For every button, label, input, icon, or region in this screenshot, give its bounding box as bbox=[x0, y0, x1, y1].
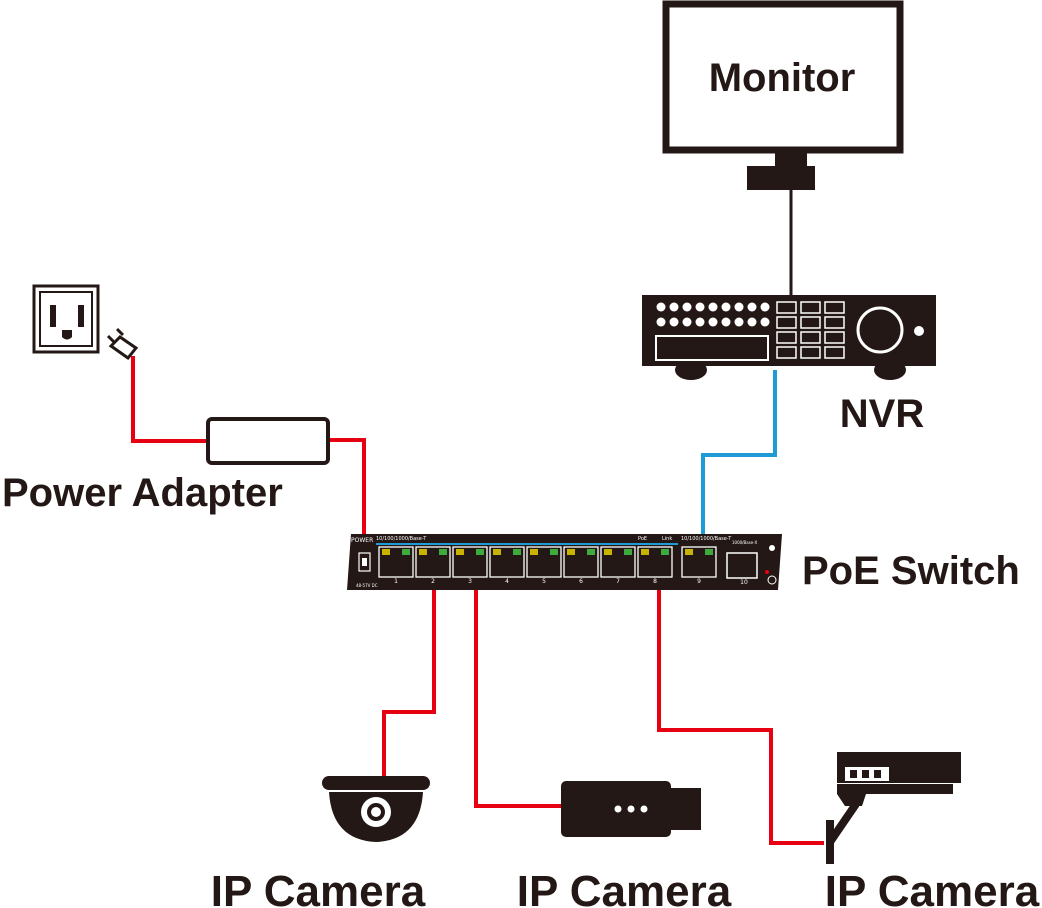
switch-port-number: 6 bbox=[579, 578, 583, 585]
wall-outlet bbox=[32, 284, 100, 354]
port-led-yellow bbox=[493, 549, 501, 555]
plug-icon bbox=[106, 327, 139, 361]
nvr-button bbox=[721, 302, 731, 312]
monitor bbox=[662, 0, 904, 190]
switch-port-number: 9 bbox=[697, 578, 701, 585]
nvr-key bbox=[800, 301, 821, 314]
nvr-button bbox=[708, 302, 718, 312]
port-led-green bbox=[624, 549, 632, 555]
nvr-key bbox=[776, 301, 797, 314]
nvr-button bbox=[695, 317, 705, 327]
outlet-to-adapter-cable bbox=[131, 356, 208, 443]
port-led-yellow bbox=[641, 549, 649, 555]
switch-to-box-camera-cable bbox=[474, 586, 562, 808]
ip-camera-label-1: IP Camera bbox=[211, 867, 426, 908]
nvr-key bbox=[800, 331, 821, 344]
nvr-key bbox=[824, 346, 845, 359]
switch-port-number: 3 bbox=[468, 578, 472, 585]
nvr-button bbox=[682, 317, 692, 327]
port-led-yellow bbox=[567, 549, 575, 555]
port-led-green bbox=[513, 549, 521, 555]
switch-power-label: POWER bbox=[351, 537, 373, 544]
monitor-label: Monitor bbox=[709, 56, 856, 100]
switch-dc-label: 48-57V DC bbox=[356, 583, 378, 588]
switch-to-nvr-cable bbox=[701, 370, 777, 534]
nvr bbox=[642, 295, 936, 380]
port-led-green bbox=[661, 549, 669, 555]
switch-port-number: 5 bbox=[542, 578, 546, 585]
nvr-button bbox=[721, 317, 731, 327]
dome-camera bbox=[322, 776, 430, 842]
switch-to-bullet-camera-cable bbox=[657, 586, 824, 845]
nvr-button bbox=[669, 302, 679, 312]
nvr-button bbox=[682, 302, 692, 312]
port-led-yellow bbox=[604, 549, 612, 555]
power-adapter bbox=[206, 417, 330, 465]
nvr-button bbox=[708, 317, 718, 327]
switch-ports: 1 2 3 4 5 6 7 8 9 10 bbox=[378, 546, 748, 586]
ip-camera-label-3: IP Camera bbox=[825, 867, 1040, 908]
switch-port-number: 4 bbox=[505, 578, 509, 585]
switch-ports-header: 10/100/1000/Base-T bbox=[376, 536, 427, 542]
nvr-key bbox=[800, 346, 821, 359]
poe-switch: POWER 48-57V DC 10/100/1000/Base-T PoE L… bbox=[347, 534, 782, 590]
nvr-button bbox=[656, 317, 666, 327]
nvr-key bbox=[776, 331, 797, 344]
port-led-yellow bbox=[530, 549, 538, 555]
power-adapter-label: Power Adapter bbox=[2, 471, 283, 515]
nvr-key bbox=[824, 331, 845, 344]
switch-port-number: 1 bbox=[394, 578, 398, 585]
poe-switch-label: PoE Switch bbox=[802, 549, 1020, 593]
nvr-key bbox=[776, 346, 797, 359]
switch-port-number: 8 bbox=[653, 578, 657, 585]
box-camera bbox=[561, 781, 701, 837]
port-led-green bbox=[402, 549, 410, 555]
switch-link-label: Link bbox=[662, 536, 672, 542]
switch-poe-label: PoE bbox=[638, 536, 647, 542]
nvr-keypad bbox=[776, 301, 845, 359]
switch-uplink-header: 10/100/1000/Base-T bbox=[681, 536, 732, 542]
port-led-green bbox=[587, 549, 595, 555]
nvr-button bbox=[656, 302, 666, 312]
bullet-camera bbox=[826, 752, 961, 864]
switch-port-number: 7 bbox=[616, 578, 620, 585]
cables bbox=[131, 190, 824, 845]
nvr-button bbox=[695, 302, 705, 312]
nvr-key bbox=[776, 316, 797, 329]
nvr-button bbox=[734, 317, 744, 327]
port-led-green bbox=[476, 549, 484, 555]
nvr-button bbox=[669, 317, 679, 327]
nvr-key bbox=[824, 316, 845, 329]
nvr-button bbox=[760, 302, 770, 312]
port-led-green bbox=[705, 549, 713, 555]
switch-to-dome-camera-cable bbox=[382, 586, 436, 778]
nvr-key bbox=[800, 316, 821, 329]
nvr-key bbox=[824, 301, 845, 314]
port-led-yellow bbox=[456, 549, 464, 555]
nvr-button-dots bbox=[656, 302, 770, 327]
nvr-label: NVR bbox=[840, 392, 925, 436]
port-led-yellow bbox=[419, 549, 427, 555]
nvr-button bbox=[747, 302, 757, 312]
adapter-to-switch-cable bbox=[328, 438, 366, 538]
port-led-yellow bbox=[382, 549, 390, 555]
port-led-yellow bbox=[685, 549, 693, 555]
ip-camera-label-2: IP Camera bbox=[517, 867, 732, 908]
port-led-green bbox=[439, 549, 447, 555]
switch-port-number: 2 bbox=[431, 578, 435, 585]
nvr-button bbox=[734, 302, 744, 312]
nvr-button bbox=[747, 317, 757, 327]
nvr-button bbox=[760, 317, 770, 327]
switch-sfp-header: 1000/Base-X bbox=[732, 540, 758, 545]
switch-port-number: 10 bbox=[740, 579, 748, 586]
port-led-green bbox=[550, 549, 558, 555]
